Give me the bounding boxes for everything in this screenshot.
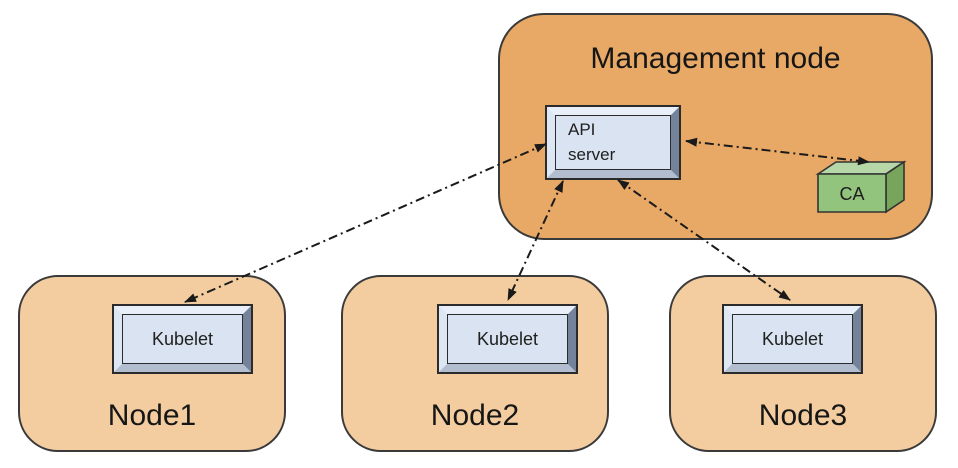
api-server-label-line1: API (568, 119, 596, 139)
api-server-label: API server (568, 118, 615, 167)
api-server-face: API server (555, 115, 671, 170)
kubelet1-bevel: Kubelet (114, 306, 251, 372)
node2-label: Node2 (430, 399, 520, 432)
node3-label: Node3 (758, 399, 848, 432)
node1-label: Node1 (107, 399, 197, 432)
kubelet-box-node2: Kubelet (437, 304, 578, 374)
kubelet3-label: Kubelet (732, 314, 853, 364)
node2-group: Kubelet Node2 (341, 275, 609, 452)
kubelet3-bevel: Kubelet (724, 306, 861, 372)
management-node-title: Management node (590, 42, 841, 75)
node1-group: Kubelet Node1 (18, 275, 286, 452)
kubelet2-label: Kubelet (447, 314, 568, 364)
kubelet1-label: Kubelet (122, 314, 243, 364)
api-server-box: API server (545, 105, 681, 180)
management-node-group: Management node API server (498, 13, 933, 240)
kubelet-box-node1: Kubelet (112, 304, 253, 374)
api-server-bevel: API server (547, 107, 679, 178)
api-server-label-line2: server (568, 144, 616, 164)
kubelet-box-node3: Kubelet (722, 304, 863, 374)
node3-group: Kubelet Node3 (669, 275, 937, 452)
kubelet2-bevel: Kubelet (439, 306, 576, 372)
